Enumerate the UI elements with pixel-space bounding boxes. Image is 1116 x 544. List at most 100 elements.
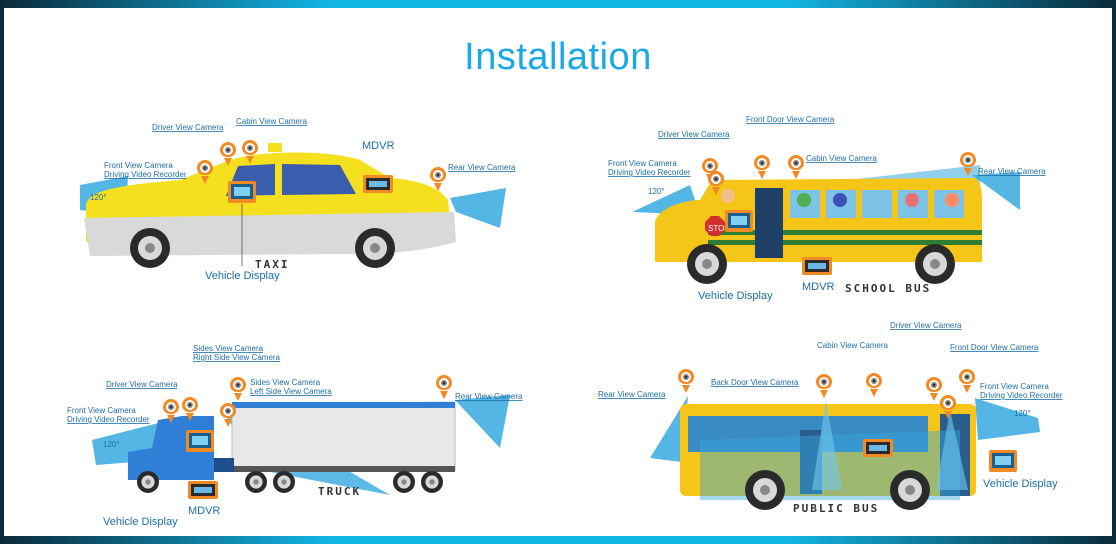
public-bus-driver-camera-pin bbox=[926, 377, 942, 401]
page-title: Installation bbox=[464, 36, 652, 78]
truck-wheel-front bbox=[137, 471, 159, 493]
taxi-label-driver-view: Driver View Camera bbox=[152, 123, 224, 132]
school-bus-stripe-2 bbox=[708, 240, 982, 245]
truck-label-vehicle-display: Vehicle Display bbox=[103, 516, 178, 528]
truck-label-rear-view: Rear View Camera bbox=[455, 392, 523, 401]
public-bus-label-back-door: Back Door View Camera bbox=[711, 378, 799, 387]
truck-wheel-3 bbox=[273, 471, 295, 493]
school-bus-label-driving-recorder: Driving Video Recorder bbox=[608, 168, 691, 177]
school-bus-name: SCHOOL BUS bbox=[845, 282, 931, 295]
school-bus-passenger-4 bbox=[945, 193, 959, 207]
school-bus-window-3 bbox=[862, 190, 892, 218]
school-bus-cabin-camera-pin bbox=[788, 155, 804, 179]
public-bus-label-cabin-view: Cabin View Camera bbox=[817, 341, 889, 350]
school-bus-label-mdvr: MDVR bbox=[802, 281, 834, 293]
school-bus-door bbox=[755, 188, 783, 258]
truck-rear-camera-pin bbox=[436, 375, 452, 399]
school-bus-label-front-view: Front View Camera bbox=[608, 159, 677, 168]
public-bus-label-front-door: Front Door View Camera bbox=[950, 343, 1039, 352]
truck-coupling bbox=[214, 458, 234, 472]
public-bus-section: Driver View Camera Cabin View Camera Fro… bbox=[598, 321, 1063, 515]
school-bus-vehicle-display-icon bbox=[725, 210, 753, 232]
school-bus-front-door-camera-pin bbox=[754, 155, 770, 179]
taxi-roof-sign bbox=[268, 143, 282, 152]
truck-label-front-view: Front View Camera bbox=[67, 406, 136, 415]
public-bus-back-door-cone bbox=[812, 400, 842, 490]
school-bus-label-cabin-view: Cabin View Camera bbox=[806, 154, 878, 163]
school-bus-passenger-3 bbox=[905, 193, 919, 207]
school-bus-stop-sign bbox=[705, 216, 725, 236]
school-bus-label-rear-view: Rear View Camera bbox=[978, 167, 1046, 176]
truck-wheel-4 bbox=[393, 471, 415, 493]
public-bus-back-door-camera-pin bbox=[816, 374, 832, 398]
school-bus-stripe-1 bbox=[708, 230, 982, 235]
school-bus-rear-view-cone bbox=[972, 172, 1020, 210]
truck-label-sides-view: Sides View Camera bbox=[250, 378, 321, 387]
truck-label-side-view: Sides View Camera bbox=[193, 344, 264, 353]
truck-label-driving-recorder: Driving Video Recorder bbox=[67, 415, 150, 424]
taxi-label-cabin-view: Cabin View Camera bbox=[236, 117, 308, 126]
truck-trailer bbox=[231, 401, 456, 471]
public-bus-mdvr-icon bbox=[863, 439, 893, 457]
school-bus-stop-text: STOP bbox=[708, 224, 730, 233]
school-bus-wheel-rear bbox=[915, 244, 955, 284]
taxi-vehicle-display-icon bbox=[228, 181, 256, 203]
taxi-rear-camera-pin bbox=[430, 167, 446, 191]
truck-label-mdvr: MDVR bbox=[188, 505, 220, 517]
taxi-label-front-view: Front View Camera bbox=[104, 161, 173, 170]
school-bus-mdvr-icon bbox=[802, 257, 832, 275]
public-bus-label-vehicle-display: Vehicle Display bbox=[983, 478, 1058, 490]
taxi-mdvr-icon bbox=[363, 175, 393, 193]
public-bus-name: PUBLIC BUS bbox=[793, 502, 879, 515]
truck-label-left-side: Left Side View Camera bbox=[250, 387, 332, 396]
public-bus-label-rear-view: Rear View Camera bbox=[598, 390, 666, 399]
left-border bbox=[0, 0, 4, 544]
right-border bbox=[1112, 0, 1116, 544]
taxi-label-mdvr: MDVR bbox=[362, 140, 394, 152]
truck-mdvr-icon bbox=[188, 481, 218, 499]
taxi-label-vehicle-display: Vehicle Display bbox=[205, 270, 280, 282]
truck-trailer-top-strip bbox=[232, 402, 455, 408]
public-bus-front-door-cone bbox=[936, 410, 968, 490]
public-bus-label-driver-view: Driver View Camera bbox=[890, 321, 962, 330]
public-bus-front-view-cone bbox=[975, 398, 1040, 440]
public-bus-wheel-rear bbox=[745, 470, 785, 510]
taxi-label-angle: 120° bbox=[90, 193, 107, 202]
school-bus-passenger-2 bbox=[833, 193, 847, 207]
truck-wheel-2 bbox=[245, 471, 267, 493]
school-bus-label-angle: 120° bbox=[648, 187, 665, 196]
taxi-window-rear bbox=[282, 164, 356, 195]
school-bus-driver bbox=[721, 189, 735, 203]
taxi-section: Driver View Camera Cabin View Camera MDV… bbox=[80, 117, 516, 282]
truck-label-angle: 120° bbox=[103, 440, 120, 449]
public-bus-cabin-camera-pin bbox=[866, 373, 882, 397]
truck-wheel-5 bbox=[421, 471, 443, 493]
school-bus-passenger-1 bbox=[797, 193, 811, 207]
taxi-wheel-front bbox=[130, 228, 170, 268]
school-bus-label-vehicle-display: Vehicle Display bbox=[698, 290, 773, 302]
truck-vehicle-display-icon bbox=[186, 430, 214, 452]
school-bus-label-front-door: Front Door View Camera bbox=[746, 115, 835, 124]
school-bus-wheel-front bbox=[687, 244, 727, 284]
public-bus-label-front-view: Front View Camera bbox=[980, 382, 1049, 391]
public-bus-vehicle-display-icon bbox=[989, 450, 1017, 472]
taxi-label-driving-recorder: Driving Video Recorder bbox=[104, 170, 187, 179]
public-bus-front-camera-pin bbox=[959, 369, 975, 393]
public-bus-wheel-front bbox=[890, 470, 930, 510]
taxi-name: TAXI bbox=[255, 258, 290, 271]
public-bus-label-angle: 120° bbox=[1014, 409, 1031, 418]
truck-rear-view-cone bbox=[455, 395, 510, 448]
school-bus-section: STOP Front Door View Camera Driver View … bbox=[608, 115, 1046, 302]
truck-label-driver-view: Driver View Camera bbox=[106, 380, 178, 389]
truck-name: TRUCK bbox=[318, 485, 361, 498]
truck-right-side-camera-pin bbox=[230, 377, 246, 401]
taxi-wheel-rear bbox=[355, 228, 395, 268]
bottom-border bbox=[0, 536, 1116, 544]
public-bus-rear-view-cone bbox=[650, 396, 688, 462]
school-bus-label-driver-view: Driver View Camera bbox=[658, 130, 730, 139]
top-border bbox=[0, 0, 1116, 8]
taxi-label-rear-view: Rear View Camera bbox=[448, 163, 516, 172]
truck-section: Sides View Camera Right Side View Camera… bbox=[67, 344, 523, 528]
public-bus-rear-camera-pin bbox=[678, 369, 694, 393]
